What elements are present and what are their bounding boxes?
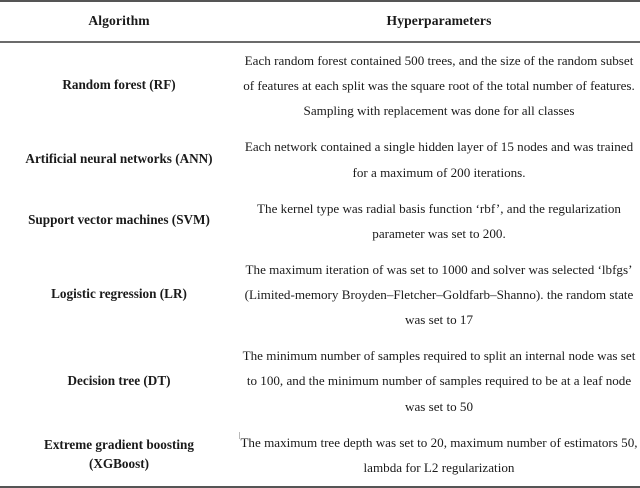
algorithm-name: Random forest (RF) [62,77,176,93]
cell-hyperparameters: The maximum tree depth was set to 20, ma… [238,424,640,488]
table-header-row: Algorithm Hyperparameters [0,0,640,43]
cell-hyperparameters: Each random forest contained 500 trees, … [243,53,635,119]
cell-hyperparameters: Each network contained a single hidden l… [244,139,634,180]
algorithm-name: Artificial neural networks (ANN) [25,151,213,167]
column-header-algorithm: Algorithm [0,0,238,43]
cell-algorithm: Decision tree (DT) [0,338,238,424]
table-row: Support vector machines (SVM) The kernel… [0,191,640,252]
table-header: Algorithm Hyperparameters [0,0,640,43]
column-divider-tick [239,432,240,439]
cell-algorithm: Support vector machines (SVM) [0,191,238,252]
algorithm-name: Support vector machines (SVM) [28,212,210,228]
algorithm-name: Logistic regression (LR) [51,286,187,302]
cell-algorithm: Extreme gradient boosting (XGBoost) [0,424,238,488]
table-row: Extreme gradient boosting (XGBoost) The … [0,424,640,488]
table-row: Logistic regression (LR) The maximum ite… [0,252,640,338]
algorithm-name: Decision tree (DT) [67,372,171,388]
cell-algorithm: Artificial neural networks (ANN) [0,129,238,190]
table-row: Decision tree (DT) The minimum number of… [0,338,640,424]
cell-hyperparameters: The kernel type was radial basis functio… [257,200,621,241]
cell-algorithm: Logistic regression (LR) [0,252,238,338]
table-body: Random forest (RF) Each random forest co… [0,42,640,488]
table-row: Random forest (RF) Each random forest co… [0,42,640,129]
table-row: Artificial neural networks (ANN) Each ne… [0,129,640,190]
algorithm-name-continued: (XGBoost) [88,455,150,471]
cell-hyperparameters: The maximum iteration of was set to 1000… [244,261,634,328]
algorithm-name: Extreme gradient boosting [44,437,194,453]
column-header-hyperparameters: Hyperparameters [238,0,640,43]
cell-algorithm: Random forest (RF) [0,42,238,129]
cell-hyperparameters: The minimum number of samples required t… [242,348,636,414]
